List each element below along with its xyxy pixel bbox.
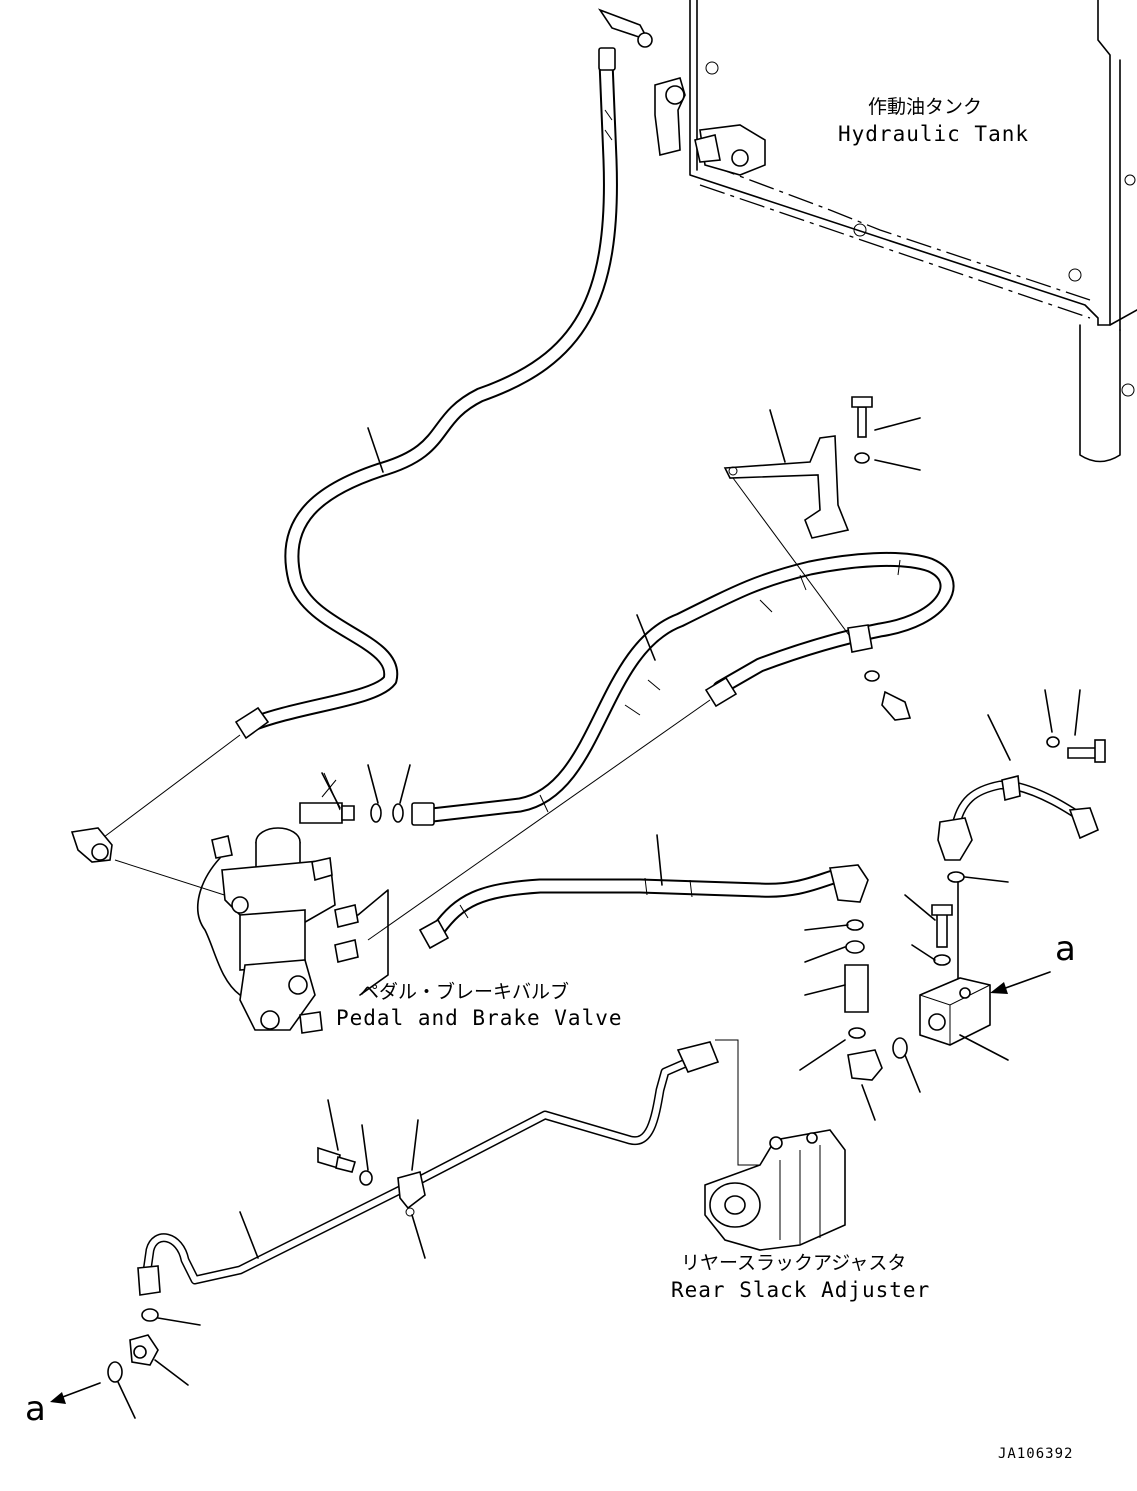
pressure-switch-tube xyxy=(937,689,1106,861)
drawing-code: JA106392 xyxy=(998,1446,1074,1462)
elbow-fitting xyxy=(70,827,113,863)
hose-bracket xyxy=(723,396,921,721)
pedal-brake-valve xyxy=(197,827,359,1034)
fitting-parts-column xyxy=(799,919,921,1121)
hydraulic-tank-label-jp: 作動油タンク xyxy=(868,96,983,118)
brake-valve-label-en: Pedal and Brake Valve xyxy=(336,1006,623,1030)
brake-valve-label-jp: ペダル・ブレーキバルブ xyxy=(360,981,570,1003)
lower-left-fittings xyxy=(107,1308,201,1419)
arrow-icon-left xyxy=(50,1382,101,1404)
brake-tube-lower xyxy=(137,1041,720,1296)
marker-a-right: a xyxy=(1055,929,1076,969)
junction-block xyxy=(904,871,1009,1061)
slack-adjuster-label-jp: リヤースラックアジャスタ xyxy=(681,1252,907,1274)
hydraulic-tank xyxy=(597,0,1137,463)
rear-slack-adjuster xyxy=(704,1129,846,1251)
slack-adjuster-label-en: Rear Slack Adjuster xyxy=(671,1278,931,1302)
brake-hose-middle xyxy=(418,834,869,950)
hydraulic-tank-label-en: Hydraulic Tank xyxy=(838,122,1030,146)
adapter-and-orings xyxy=(299,764,411,824)
suction-hose xyxy=(234,47,618,740)
marker-a-left: a xyxy=(25,1389,46,1429)
arrow-icon-right xyxy=(990,971,1051,994)
brake-hose-upper xyxy=(411,551,955,826)
